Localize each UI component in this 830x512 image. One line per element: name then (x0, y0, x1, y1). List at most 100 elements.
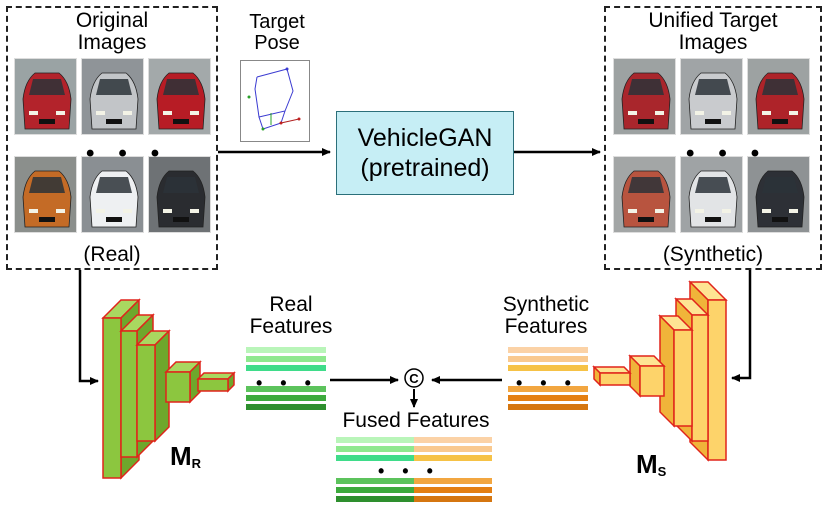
car-icon (89, 72, 139, 130)
real-features-label-line1: Real (269, 293, 313, 316)
model-real-letter: M (170, 441, 192, 471)
vehiclegan-box: VehicleGAN (pretrained) (336, 111, 514, 195)
model-synthetic-block-4-top (628, 355, 666, 367)
original-images-dots: ••• (86, 140, 184, 167)
model-real-block-1-side (120, 298, 140, 480)
fused-feature-bar-real-top-1 (336, 437, 414, 443)
thumbnail-white-car-synth (680, 156, 743, 233)
synthetic-features-dots: ••• (516, 373, 589, 393)
unified-target-images-title-line1: Unified Target (648, 9, 778, 32)
synthetic-feature-bar-bottom-3 (508, 404, 588, 410)
thumbnail-red-taxi-synth-2 (747, 58, 810, 135)
fused-features-dots: ••• (378, 461, 451, 481)
model-real-subscript: R (191, 456, 202, 471)
model-synthetic-block-4-front (639, 365, 665, 397)
fused-feature-bar-real-top-2 (336, 446, 414, 452)
model-real-block-3-top (135, 330, 171, 346)
car-icon (22, 170, 72, 228)
model-real-block-2-side (136, 313, 154, 459)
model-real-block-3-front (136, 344, 156, 442)
target-pose-label-line2: Pose (254, 32, 300, 54)
fused-feature-bar-synth-bottom-3 (414, 496, 492, 502)
model-synthetic-block-5-top (592, 366, 632, 374)
car-icon (89, 170, 139, 228)
car-icon (156, 72, 206, 130)
model-synthetic-block-3-front (673, 329, 693, 427)
real-features-label: Real Features (236, 293, 346, 339)
car-icon (621, 170, 671, 228)
pose-skeleton-icon (247, 67, 301, 131)
vehiclegan-title: VehicleGAN (357, 124, 493, 152)
thumbnail-black-car-synth (747, 156, 810, 233)
model-synthetic-block-2-top (674, 298, 710, 316)
thumbnail-red-taxi (14, 58, 77, 135)
model-synthetic-block-2-side (675, 297, 693, 443)
car-icon (22, 72, 72, 130)
model-synthetic-block-1-side (689, 280, 709, 462)
target-pose-image (240, 60, 310, 142)
synthetic-features-label-line1: Synthetic (502, 293, 590, 316)
model-real-block-4-side (189, 360, 201, 404)
thumbnail-silver-car (81, 58, 144, 135)
arrow-original-to-model-real (78, 270, 99, 385)
model-real-block-2-front (120, 330, 138, 458)
car-icon (621, 72, 671, 130)
original-images-title-line1: Original (75, 9, 149, 32)
thumbnail-white-car (81, 156, 144, 233)
thumbnail-orange-car (14, 156, 77, 233)
fused-feature-bar-real-bottom-3 (336, 496, 414, 502)
synthetic-feature-bar-top-1 (508, 347, 588, 353)
synthetic-feature-bar-bottom-2 (508, 395, 588, 401)
model-synthetic-letter: M (636, 449, 658, 479)
original-images-title: Original Images (6, 9, 218, 55)
model-synthetic-block-3-top (658, 315, 694, 331)
synthetic-features-label-line2: Features (504, 315, 588, 339)
model-synthetic-subscript: S (657, 464, 667, 479)
original-images-caption: (Real) (83, 243, 141, 266)
model-real-block-5-top (196, 372, 236, 380)
model-synthetic-network (592, 280, 728, 462)
model-synthetic-block-2-front (691, 314, 709, 442)
model-real-block-1-top (101, 299, 141, 319)
synthetic-features-label: Synthetic Features (486, 293, 606, 339)
model-synthetic-block-1-top (688, 281, 728, 301)
unified-target-images-title: Unified Target Images (604, 9, 822, 55)
model-real-symbol: MR (170, 441, 201, 472)
fused-features-label: Fused Features (342, 409, 490, 432)
model-real-block-4-front (165, 371, 191, 403)
real-features-dots: ••• (256, 373, 329, 393)
real-feature-bar-top-3 (246, 365, 326, 371)
unified-target-images-dots: ••• (686, 140, 784, 167)
fused-feature-bar-real-bottom-2 (336, 487, 414, 493)
model-real-block-2-top (119, 314, 155, 332)
model-real-block-5-side (227, 371, 235, 393)
real-feature-bar-bottom-3 (246, 404, 326, 410)
model-synthetic-block-4-side (629, 354, 641, 398)
car-icon (755, 72, 805, 130)
model-synthetic-symbol: MS (636, 449, 666, 480)
target-pose-label-line1: Target (249, 11, 305, 33)
real-features-label-line2: Features (249, 315, 333, 339)
arrow-unified-to-model-synthetic (731, 270, 752, 382)
car-icon (755, 170, 805, 228)
real-feature-bar-top-2 (246, 356, 326, 362)
unified-target-images-title-line2: Images (678, 31, 748, 55)
thumbnail-silver-car-synth (680, 58, 743, 135)
synthetic-feature-bar-top-3 (508, 365, 588, 371)
model-real-block-1-front (102, 317, 122, 479)
thumbnail-red-taxi-front (148, 58, 211, 135)
fused-feature-bar-synth-bottom-2 (414, 487, 492, 493)
model-real-network (101, 298, 236, 480)
fused-feature-bar-synth-top-2 (414, 446, 492, 452)
model-synthetic-block-5-front (599, 372, 631, 386)
original-images-title-line2: Images (77, 31, 147, 55)
car-icon (688, 170, 738, 228)
model-real-block-5-front (197, 378, 229, 392)
model-synthetic-block-5-side (593, 365, 601, 387)
car-icon (688, 72, 738, 130)
model-real-block-3-side (154, 329, 170, 443)
target-pose-label: Target Pose (237, 12, 317, 54)
thumbnail-black-car (148, 156, 211, 233)
car-icon (156, 170, 206, 228)
